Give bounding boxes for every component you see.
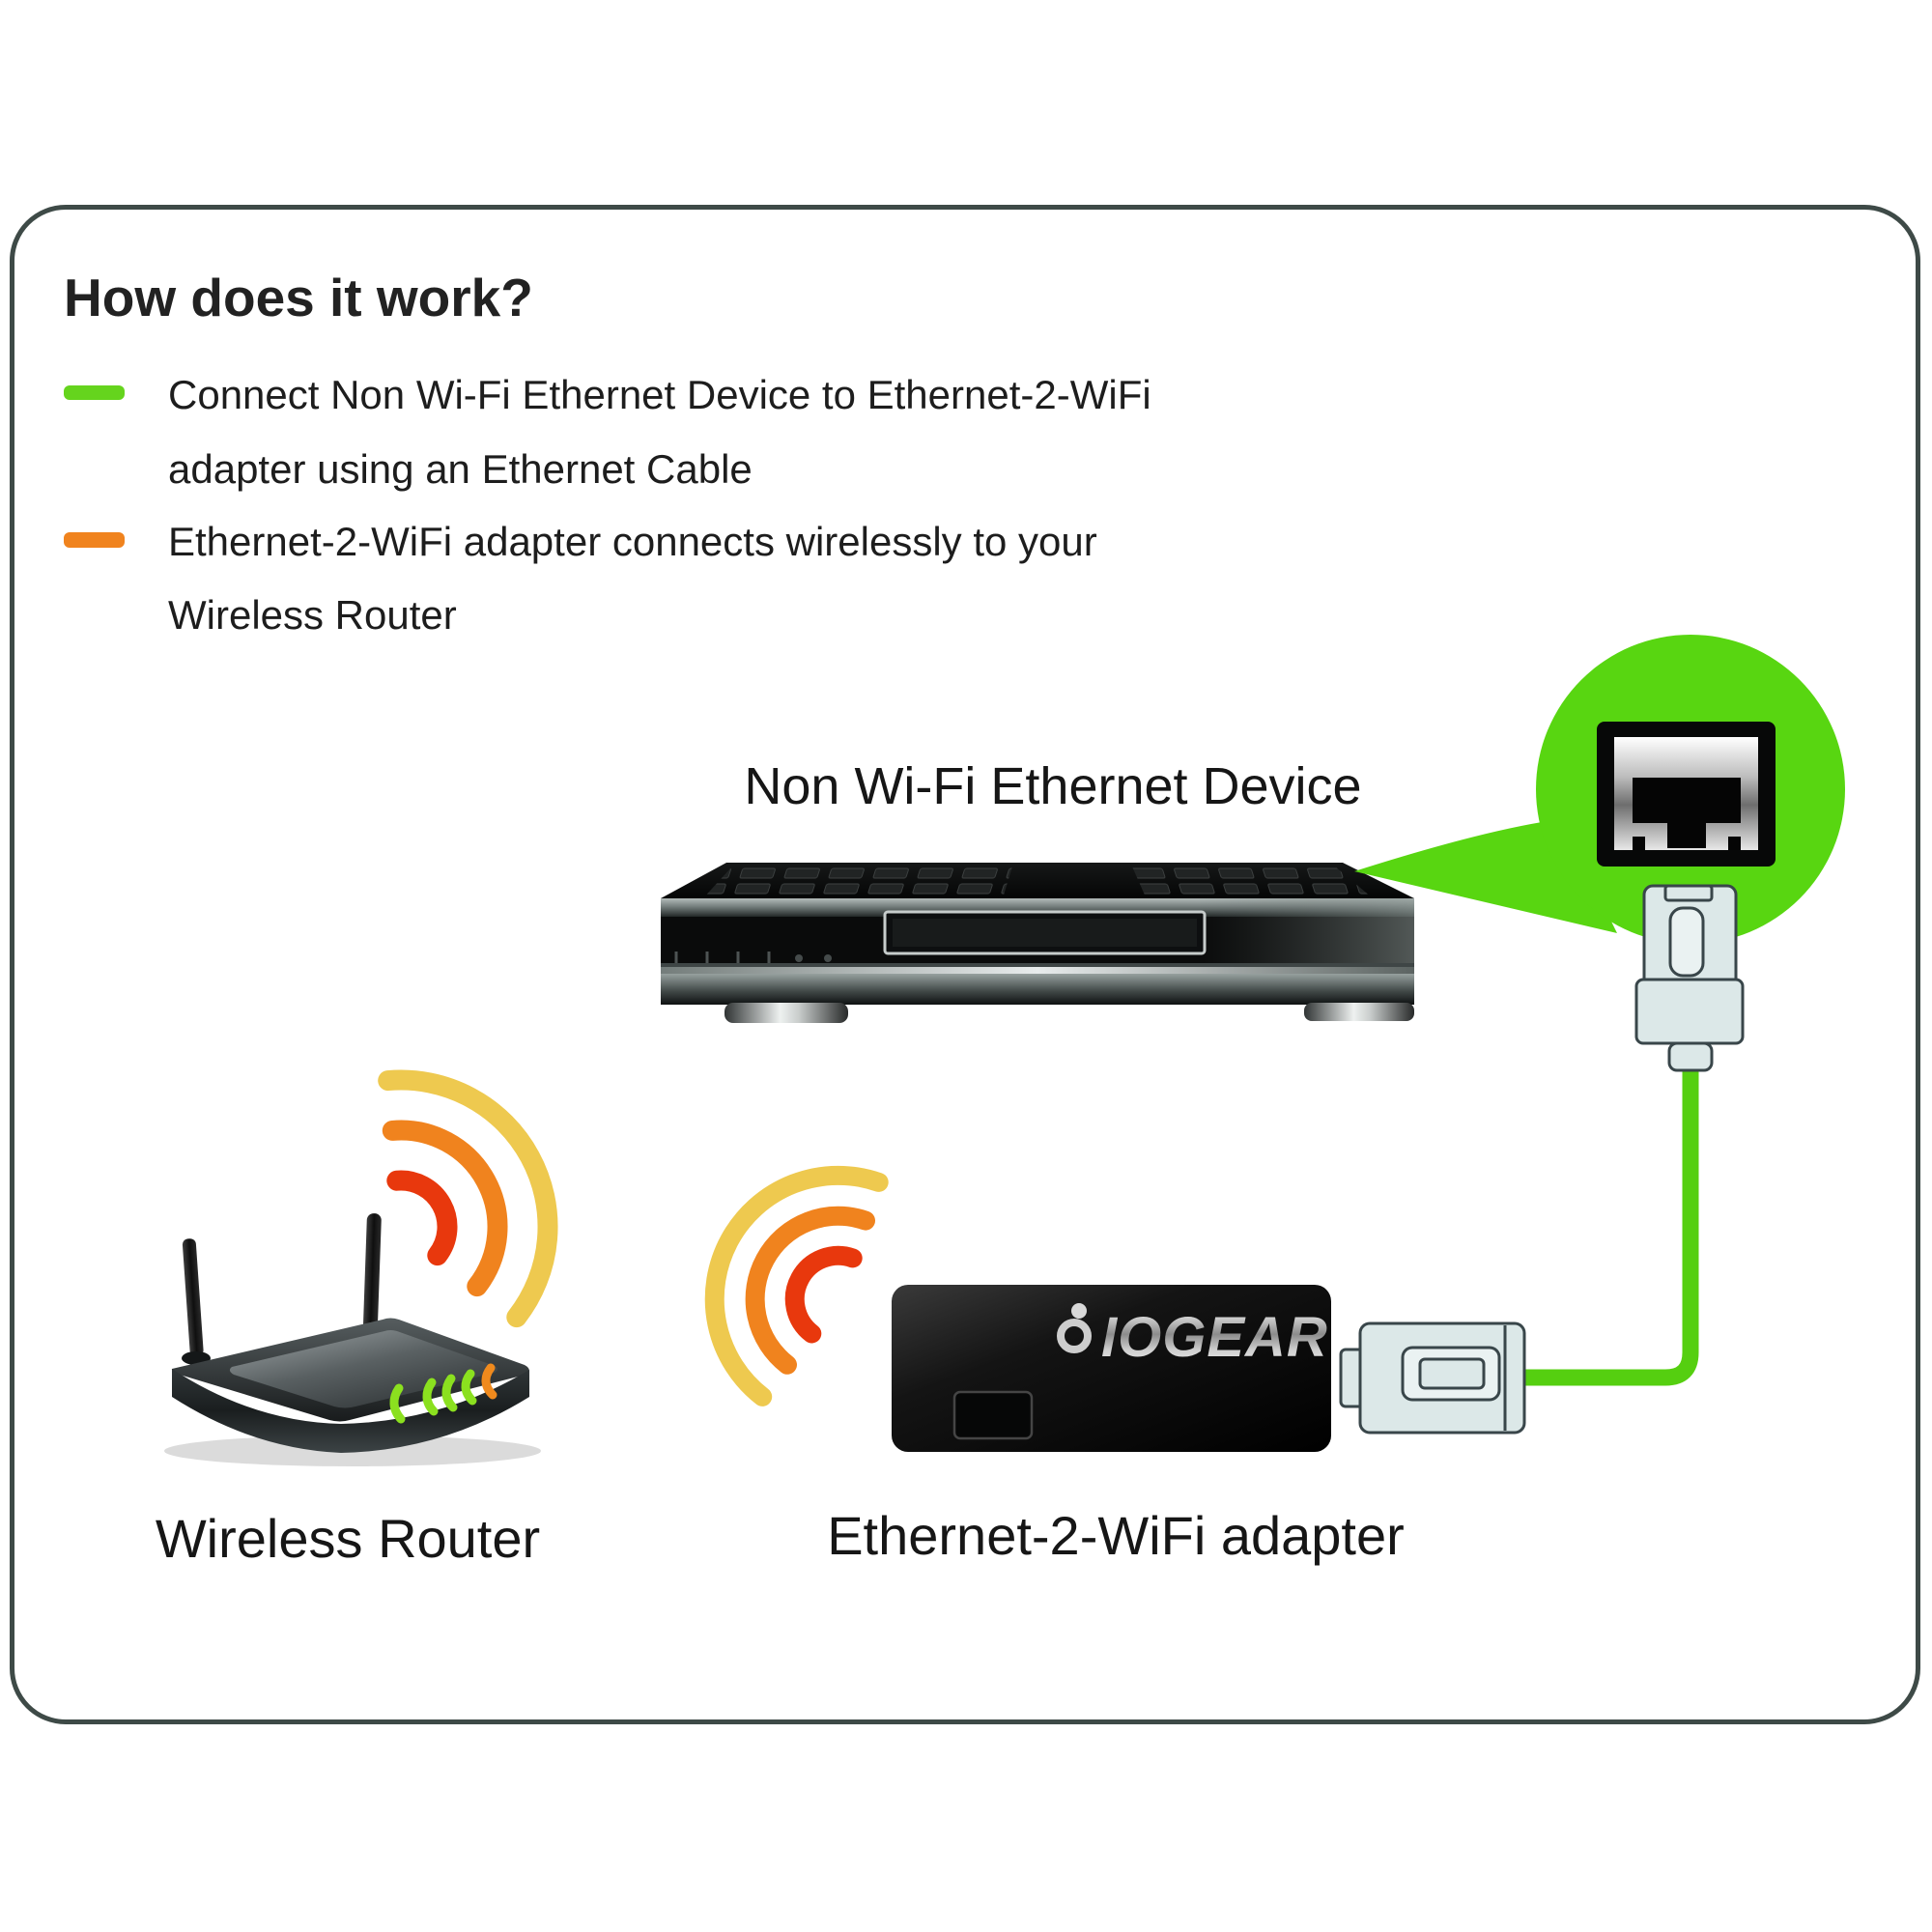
wireless-router-illustration: [164, 1213, 541, 1466]
router-wifi-waves: [378, 1069, 558, 1328]
plug-cable-boot: [1667, 1041, 1714, 1072]
box-foot-left: [724, 1003, 848, 1023]
jack-notch: [1633, 837, 1645, 850]
box-front-buttons: [674, 952, 771, 965]
adapter-label: Ethernet-2-WiFi adapter: [827, 1505, 1405, 1566]
plug-top-notch: [1663, 884, 1714, 902]
wifi-wave-outer-icon: [704, 1165, 889, 1406]
plug-wings: [1634, 978, 1745, 1045]
bullet-dash-orange-icon: [64, 532, 125, 548]
wifi-wave-middle-icon: [745, 1206, 875, 1375]
panel-frame: [10, 205, 1920, 1724]
box-trim-line: [661, 963, 1414, 967]
router-led-icon: [441, 1374, 458, 1412]
router-led-indicators: [389, 1363, 497, 1424]
bullet-line: Ethernet-2-WiFi adapter connects wireles…: [168, 519, 1097, 564]
jack-port-opening: [1633, 778, 1741, 848]
set-top-box-illustration: [661, 863, 1414, 1023]
wifi-adapter-illustration: IOGEAR: [892, 1285, 1331, 1452]
iogear-logo: IOGEAR: [1057, 1303, 1328, 1369]
iogear-logo-text: IOGEAR: [1101, 1306, 1328, 1369]
box-button-dot: [824, 954, 832, 962]
router-antenna-left: [182, 1238, 211, 1365]
box-lower-band: [661, 974, 1414, 1005]
router-led-icon: [389, 1383, 406, 1424]
page-title: How does it work?: [64, 268, 533, 327]
box-button-dot: [795, 954, 803, 962]
adapter-port: [952, 1390, 1034, 1440]
box-foot-right: [1304, 1003, 1414, 1021]
rj45-plug-top: [1634, 884, 1745, 1072]
iogear-mascot-icon: [1071, 1303, 1087, 1319]
bullet-line: Connect Non Wi-Fi Ethernet Device to Eth…: [168, 372, 1151, 417]
box-trim-stripe: [661, 967, 1414, 974]
box-display-inner: [893, 919, 1197, 947]
bullet-line: Wireless Router: [168, 592, 457, 638]
plug-latch-inner: [1418, 1357, 1486, 1390]
router-led-icon: [481, 1363, 497, 1400]
bullet-line: adapter using an Ethernet Cable: [168, 446, 753, 492]
wifi-wave-inner-icon: [386, 1170, 458, 1266]
wifi-wave-outer-icon: [378, 1069, 558, 1328]
rj45-plug-adapter: [1339, 1321, 1526, 1435]
device-label: Non Wi-Fi Ethernet Device: [744, 757, 1362, 815]
plug-latch: [1668, 906, 1705, 978]
jack-notch: [1728, 837, 1741, 850]
wifi-wave-inner-icon: [784, 1245, 863, 1344]
wifi-wave-middle-icon: [382, 1120, 508, 1297]
router-front-face: [172, 1369, 529, 1453]
ethernet-cable: [1522, 1053, 1699, 1386]
router-led-icon: [422, 1378, 439, 1416]
ethernet-jack-illustration: [1597, 722, 1776, 867]
bullet-dash-green-icon: [64, 385, 125, 400]
adapter-wifi-waves: [704, 1165, 889, 1406]
box-front-sheen: [1198, 898, 1414, 966]
router-label: Wireless Router: [155, 1508, 541, 1569]
router-top-panel: [229, 1330, 497, 1408]
router-led-icon: [461, 1369, 477, 1406]
iogear-mascot-icon: [1057, 1319, 1092, 1353]
